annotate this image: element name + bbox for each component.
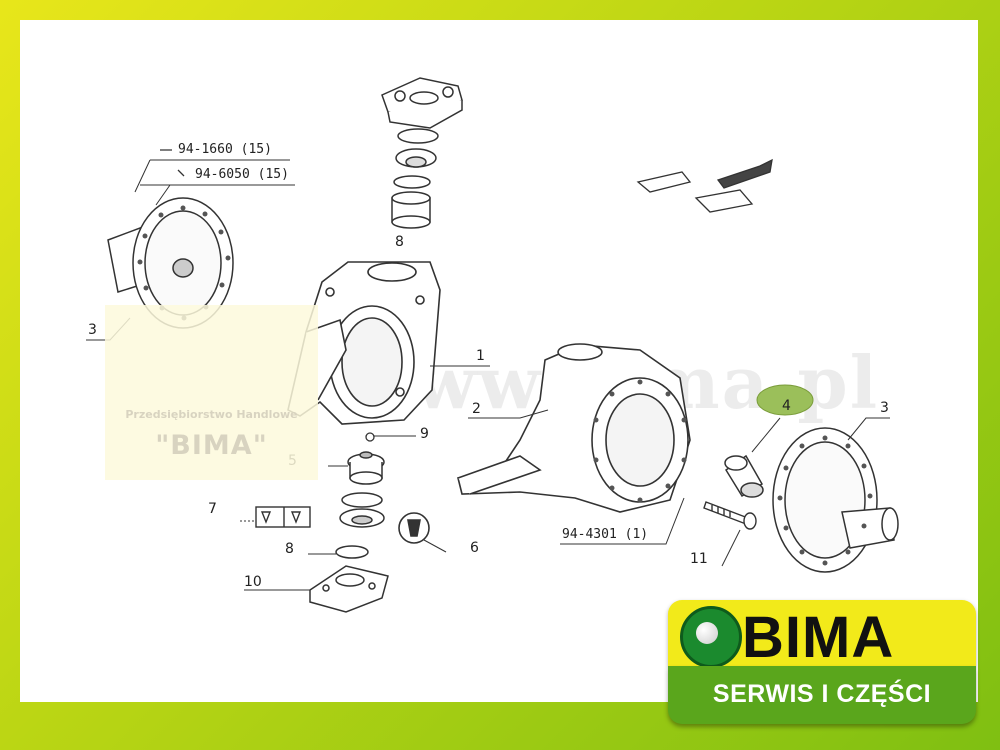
upper-bearing-stack	[391, 128, 439, 229]
callout-4: 4	[782, 398, 791, 414]
callout-9: 9	[420, 426, 429, 442]
callout-1: 1	[476, 348, 485, 364]
bima-logo: BIMA SERWIS I CZĘŚCI	[668, 600, 976, 735]
bolt-part-11	[703, 501, 757, 530]
callout-3-left: 3	[88, 322, 97, 338]
shim-part-7	[255, 506, 311, 528]
lower-cap-part-10	[309, 565, 389, 613]
upper-cap-part	[381, 77, 463, 129]
callout-11: 11	[690, 551, 708, 567]
highlight-marker	[756, 384, 814, 416]
logo-top-panel: BIMA	[668, 600, 976, 670]
bushing-part-5	[347, 451, 385, 485]
callout-7: 7	[208, 501, 217, 517]
watermark-company-name: "BIMA"	[155, 430, 268, 461]
logo-name: BIMA	[742, 605, 895, 670]
callout-6: 6	[470, 540, 479, 556]
axle-housing-bolt-holes	[593, 379, 687, 503]
diagram-canvas: www.bima.pl 8 94-1660 (15)	[20, 20, 978, 702]
watermark-company-line: Przedsiębiorstwo Handlowe	[125, 408, 298, 421]
callout-8-bottom: 8	[285, 541, 294, 557]
callout-2: 2	[472, 401, 481, 417]
logo-ball-icon	[696, 622, 718, 644]
direction-arrows	[636, 158, 773, 213]
left-hub-flange	[107, 197, 234, 329]
ref-label-a: 94-1660 (15)	[178, 142, 272, 157]
company-watermark: Przedsiębiorstwo Handlowe "BIMA"	[105, 305, 318, 480]
steering-knuckle-part-1	[287, 261, 441, 425]
ref-label-c: 94-4301 (1)	[562, 527, 648, 542]
sleeve-part-4	[724, 454, 764, 498]
right-hub-flange	[772, 427, 899, 573]
logo-tagline: SERWIS I CZĘŚCI	[712, 680, 932, 708]
callout-8-top: 8	[395, 234, 404, 250]
seal-rings-part-8	[335, 492, 385, 559]
ref-label-b: 94-6050 (15)	[195, 167, 289, 182]
callout-10: 10	[244, 574, 262, 590]
logo-bottom-panel	[668, 666, 976, 724]
grease-nipple-part-6	[398, 512, 430, 544]
exploded-parts-diagram: 8 94-1660 (15) 94-6050 (15) 3	[86, 77, 899, 613]
right-hub-bolt-holes	[777, 435, 873, 566]
callout-3-right: 3	[880, 400, 889, 416]
axle-housing-part-2	[457, 343, 691, 513]
